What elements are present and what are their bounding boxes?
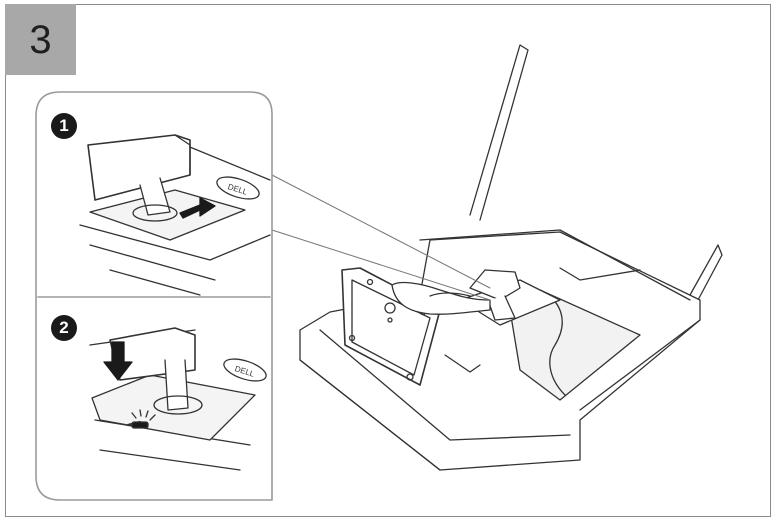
substep-1-badge: 1 [51,113,77,139]
step-number: 3 [29,17,52,62]
monitor-stand-in-box [341,267,641,401]
detail-inset: DELL DELL [35,91,273,501]
step-number-box: 3 [5,4,76,75]
substep-2-badge: 2 [51,315,77,341]
substep-2-drawing: DELL [89,327,267,471]
substep-1-drawing: DELL [79,134,271,296]
packaging-box [299,44,723,471]
